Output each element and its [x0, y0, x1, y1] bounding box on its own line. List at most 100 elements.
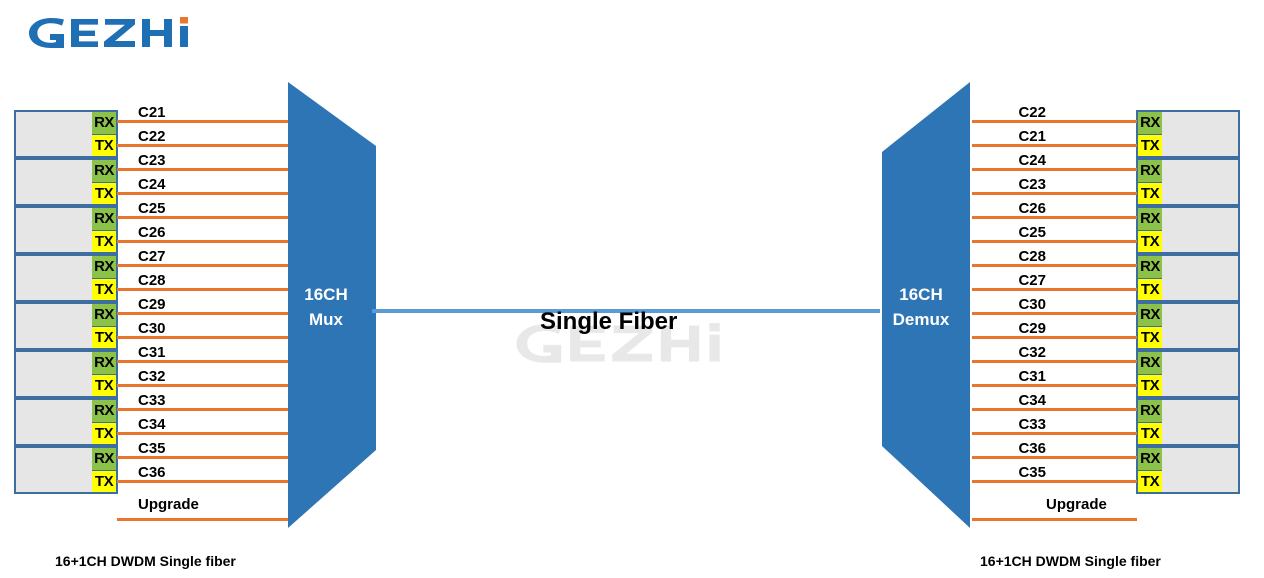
right-wire-7 [972, 264, 1137, 267]
right-device-8-rx-port: RX [1138, 448, 1162, 471]
left-device-5-rx-port: RX [92, 304, 116, 327]
left-wire-7 [117, 264, 288, 267]
left-channel-label-C35: C35 [138, 440, 166, 457]
left-upgrade-wire [117, 518, 288, 521]
left-channel-label-C22: C22 [138, 128, 166, 145]
mux-label-line1: 16CH [304, 285, 348, 304]
right-wire-15 [972, 456, 1137, 459]
right-device-2-rx-port: RX [1138, 160, 1162, 183]
left-wire-3 [117, 168, 288, 171]
right-device-5-body [1162, 304, 1238, 348]
left-device-3-tx-port: TX [92, 230, 116, 252]
single-fiber-line [372, 309, 880, 313]
right-device-3-rx-port: RX [1138, 208, 1162, 231]
right-device-8-body [1162, 448, 1238, 492]
right-caption: 16+1CH DWDM Single fiber [980, 553, 1161, 569]
right-wire-4 [972, 192, 1137, 195]
right-upgrade-wire [972, 518, 1137, 521]
right-wire-2 [972, 144, 1137, 147]
right-channel-label-C36: C36 [1018, 440, 1046, 457]
right-wire-12 [972, 384, 1137, 387]
right-channel-label-C27: C27 [1018, 272, 1046, 289]
left-wire-5 [117, 216, 288, 219]
left-device-4-body [16, 256, 92, 300]
demux-label: 16CH Demux [878, 283, 964, 332]
right-wire-13 [972, 408, 1137, 411]
left-device-2-rx-port: RX [92, 160, 116, 183]
right-channel-label-C31: C31 [1018, 368, 1046, 385]
left-wire-14 [117, 432, 288, 435]
right-channel-label-C24: C24 [1018, 152, 1046, 169]
left-channel-label-C27: C27 [138, 248, 166, 265]
right-device-2-body [1162, 160, 1238, 204]
right-device-1-tx-port: TX [1138, 134, 1162, 156]
left-device-6-tx-port: TX [92, 374, 116, 396]
right-channel-label-C25: C25 [1018, 224, 1046, 241]
right-device-4-body [1162, 256, 1238, 300]
left-device-4-rx-port: RX [92, 256, 116, 279]
left-channel-label-C31: C31 [138, 344, 166, 361]
mux-block [286, 80, 378, 530]
left-channel-label-C28: C28 [138, 272, 166, 289]
left-channel-label-C26: C26 [138, 224, 166, 241]
right-device-6-body [1162, 352, 1238, 396]
left-device-5-body [16, 304, 92, 348]
right-wire-5 [972, 216, 1137, 219]
right-channel-label-C30: C30 [1018, 296, 1046, 313]
left-device-8-tx-port: TX [92, 470, 116, 492]
left-device-7-tx-port: TX [92, 422, 116, 444]
right-wire-14 [972, 432, 1137, 435]
left-wire-4 [117, 192, 288, 195]
right-channel-label-C32: C32 [1018, 344, 1046, 361]
left-device-4-tx-port: TX [92, 278, 116, 300]
right-device-3-body [1162, 208, 1238, 252]
left-device-5-tx-port: TX [92, 326, 116, 348]
left-wire-8 [117, 288, 288, 291]
right-channel-label-C34: C34 [1018, 392, 1046, 409]
left-wire-16 [117, 480, 288, 483]
right-device-8-tx-port: TX [1138, 470, 1162, 492]
left-upgrade-label: Upgrade [138, 496, 199, 513]
mux-label: 16CH Mux [286, 283, 366, 332]
right-upgrade-label: Upgrade [1046, 496, 1107, 513]
left-channel-label-C24: C24 [138, 176, 166, 193]
left-device-8-rx-port: RX [92, 448, 116, 471]
left-device-3-rx-port: RX [92, 208, 116, 231]
right-channel-label-C33: C33 [1018, 416, 1046, 433]
right-wire-11 [972, 360, 1137, 363]
right-wire-3 [972, 168, 1137, 171]
left-wire-9 [117, 312, 288, 315]
demux-label-line1: 16CH [899, 285, 943, 304]
single-fiber-label: Single Fiber [540, 308, 678, 335]
right-channel-label-C29: C29 [1018, 320, 1046, 337]
left-channel-label-C34: C34 [138, 416, 166, 433]
left-device-2-body [16, 160, 92, 204]
right-wire-9 [972, 312, 1137, 315]
right-wire-10 [972, 336, 1137, 339]
left-wire-1 [117, 120, 288, 123]
right-wire-6 [972, 240, 1137, 243]
right-channel-label-C23: C23 [1018, 176, 1046, 193]
left-wire-12 [117, 384, 288, 387]
left-device-7-body [16, 400, 92, 444]
left-device-6-rx-port: RX [92, 352, 116, 375]
right-device-5-tx-port: TX [1138, 326, 1162, 348]
mux-label-line2: Mux [309, 309, 343, 329]
left-channel-label-C33: C33 [138, 392, 166, 409]
left-wire-10 [117, 336, 288, 339]
